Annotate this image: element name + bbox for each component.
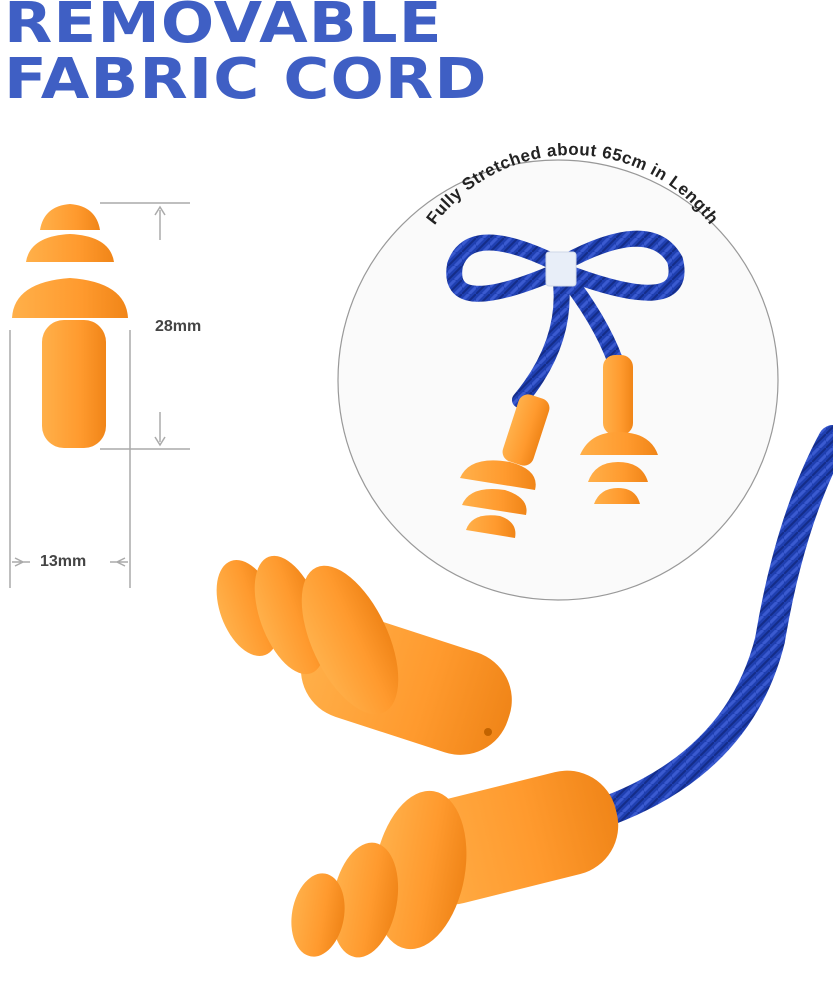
width-dimension-label: 13mm xyxy=(40,553,87,570)
earplug-loose xyxy=(216,555,512,755)
height-dimension-label: 28mm xyxy=(155,318,202,335)
earplug-corded xyxy=(291,770,619,958)
title-line-2: FABRIC CORD xyxy=(4,47,488,112)
cord-length-inset: Fully Stretched about 65cm in Length xyxy=(337,140,779,601)
title-line-1: REMOVABLE xyxy=(4,0,443,56)
earplug-dimension-sample xyxy=(12,204,128,448)
dimension-lines xyxy=(9,202,190,588)
page-title: REMOVABLE FABRIC CORD xyxy=(4,0,488,108)
fabric-cord xyxy=(595,425,833,825)
